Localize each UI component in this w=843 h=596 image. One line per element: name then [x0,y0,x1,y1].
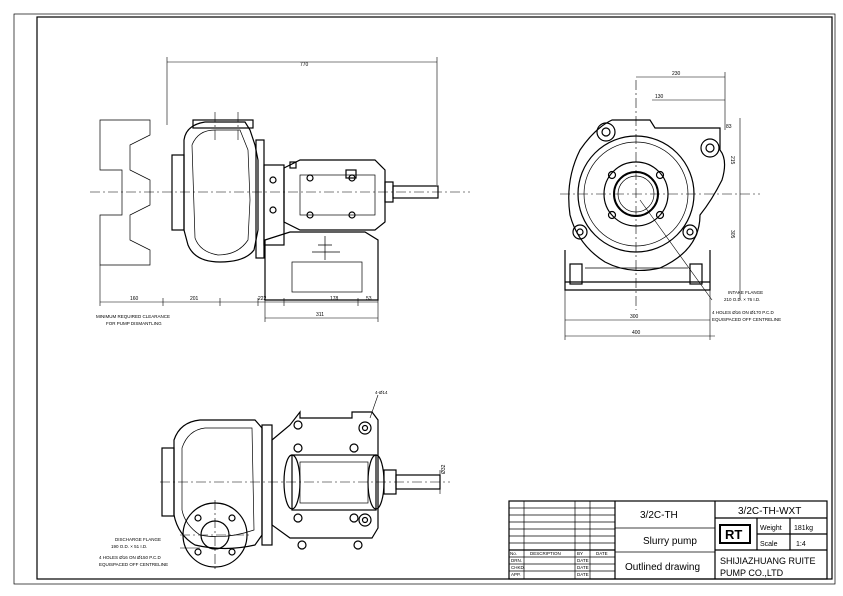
shaft-front [392,185,439,199]
weight-value: 181kg [794,525,813,532]
front-view: 770 160 201 222 178 53 311 MINIMUM REQUI… [90,57,470,326]
dim-top-inner: 130 [655,94,664,100]
inner-border [36,16,833,580]
scale-value: 1:4 [796,541,806,548]
shaft-diameter: Ø32 [441,464,447,474]
dim-bottom-2: 201 [190,296,199,302]
bearing-housing [283,159,386,231]
casing-inner [191,129,251,256]
dim-height-lower: 305 [729,230,735,239]
dim-top-outer: 230 [672,71,681,77]
dim-small: 83 [726,124,732,130]
logo-text: RT [725,527,742,542]
side-casing [568,119,726,272]
scale-label: Scale [760,541,778,548]
intake-note-4: EQUISPACED OFF CENTRELINE [712,317,781,322]
dim-base-outer: 400 [632,330,641,336]
bearing-cylinder [291,454,377,511]
title-block: RT No. DESCRIPTION BY DATE DRN. CHKD. AP… [508,500,828,580]
side-view: 230 130 83 215 305 300 400 INTAKE FLANGE… [560,71,781,340]
clearance-note-1: MINIMUM REQUIRED CLEARANCE [96,314,170,319]
sign-app: APP. [511,572,521,577]
dim-height-upper: 215 [729,156,735,165]
dim-base-inner: 300 [630,314,639,320]
sign-chkd: CHKD. [511,565,525,570]
pump-casing [183,121,259,263]
top-view: 4-Ø14 Ø32 DISCHARGE FLANGE 190 O.D. × 51… [99,390,450,570]
intake-note-2: 210 O.D. × 76 I.D. [724,297,760,302]
discharge-note-1: DISCHARGE FLANGE [115,537,161,542]
product-name: Slurry pump [643,536,697,547]
drawing-type: Outlined drawing [625,562,700,573]
rev-header-desc: DESCRIPTION [530,551,561,556]
rev-header-date: DATE [596,551,608,556]
discharge-note-2: 190 O.D. × 51 I.D. [111,544,147,549]
clearance-outline [99,119,151,266]
outer-border [13,13,836,585]
intake-note-3: 4 HOLES Ø16 ON Ø170 P.C.D [712,310,774,315]
company-logo [719,524,751,544]
dim-bottom-1: 160 [130,296,139,302]
model-name: 3/2C-TH [640,510,678,521]
rev-header-no: No. [510,551,517,556]
top-casing [173,419,263,550]
hole-label: 4-Ø14 [375,390,388,395]
company-name-1: SHIJIAZHUANG RUITE [720,556,816,566]
sign-date-2: DATE [577,565,589,570]
intake-note-1: INTAKE FLANGE [728,290,763,295]
clearance-note-2: FOR PUMP DISMANTLING [106,321,162,326]
dim-total: 770 [300,62,309,68]
pedestal [264,231,379,301]
rev-header-by: BY [577,551,583,556]
intake-flange [171,154,185,231]
weight-label: Weight [760,525,782,532]
dim-bottom-5: 53 [366,296,372,302]
intake-bore [613,171,659,217]
intake-flange-side [603,161,669,227]
discharge-note-4: EQUISPACED OFF CENTRELINE [99,562,168,567]
sign-date-1: DATE [577,558,589,563]
dim-base: 311 [316,312,324,318]
dim-bottom-3: 222 [258,296,267,302]
dim-bottom-4: 178 [330,296,339,302]
discharge-flange-front [192,119,254,129]
discharge-note-3: 4 HOLES Ø16 ON Ø150 P.C.D [99,555,161,560]
drawing-number: 3/2C-TH-WXT [738,506,801,517]
sign-drn: DRN. [511,558,522,563]
company-name-2: PUMP CO.,LTD [720,568,784,578]
side-base [564,250,711,291]
sign-date-3: DATE [577,572,589,577]
